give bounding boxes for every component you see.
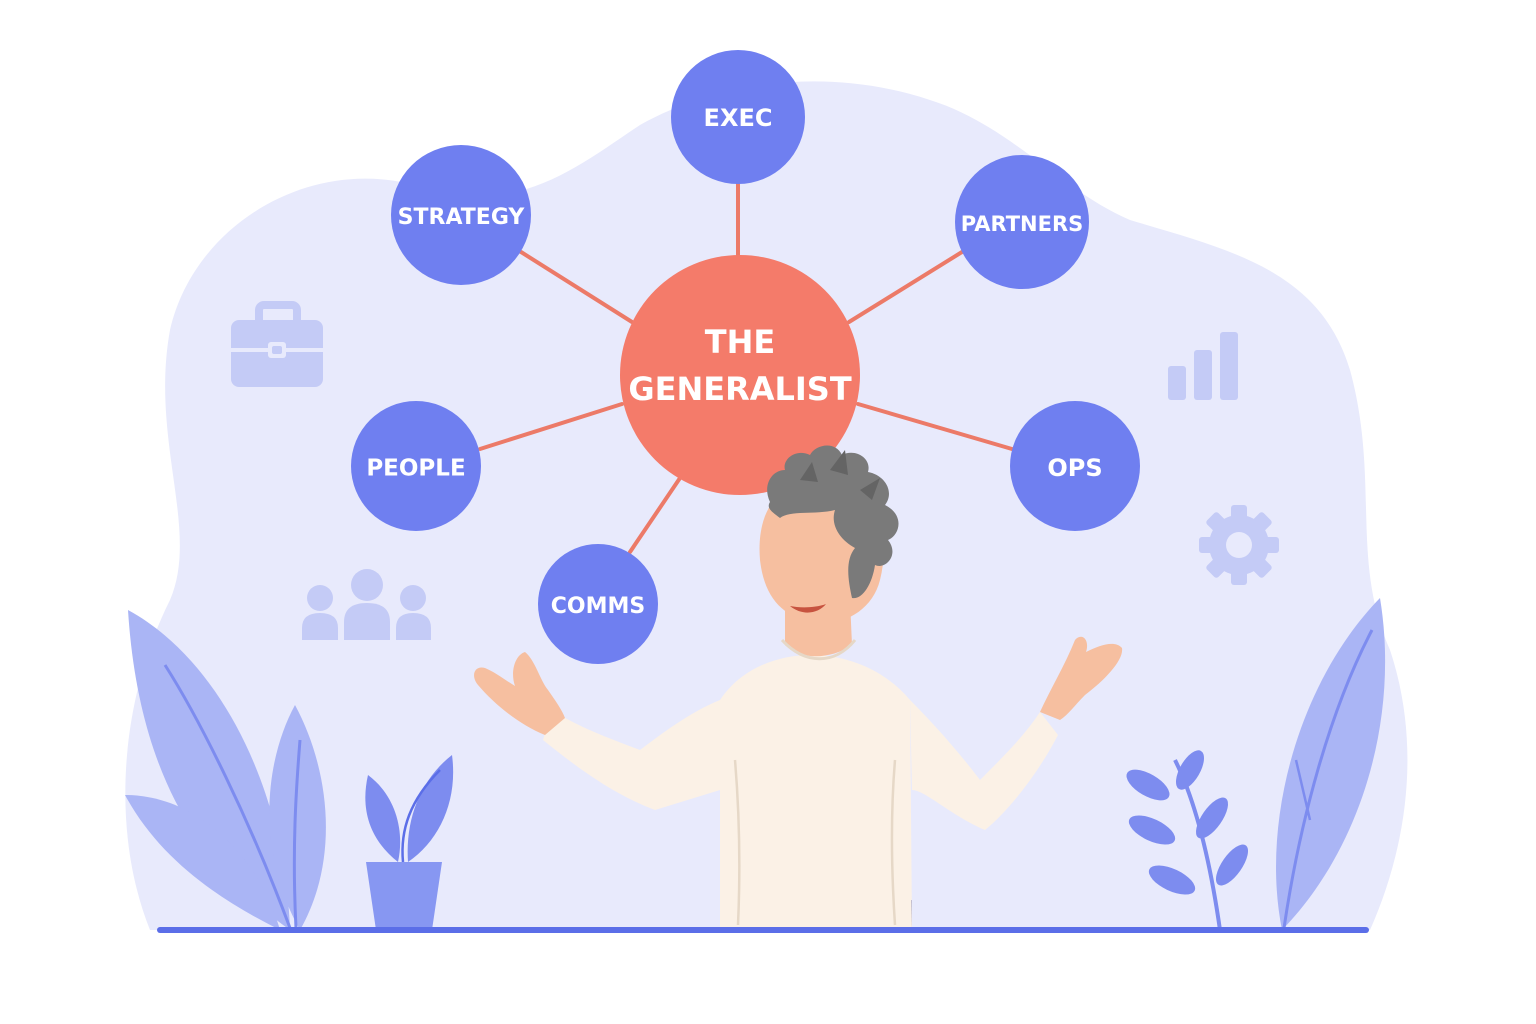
connectors bbox=[478, 181, 1014, 554]
right-plant bbox=[1276, 598, 1386, 930]
center-node-line2: GENERALIST bbox=[628, 370, 852, 408]
node-ops: OPS bbox=[1010, 401, 1140, 531]
node-exec-label: EXEC bbox=[704, 104, 773, 132]
person-right-hand bbox=[1040, 636, 1123, 720]
node-people-label: PEOPLE bbox=[366, 456, 465, 482]
background-blob bbox=[125, 81, 1408, 930]
node-ops-label: OPS bbox=[1047, 454, 1102, 482]
team-icon bbox=[302, 569, 431, 640]
center-node: THE GENERALIST bbox=[620, 255, 860, 495]
person-hair bbox=[767, 445, 899, 599]
ground-line bbox=[157, 927, 1369, 933]
briefcase-icon bbox=[231, 301, 323, 387]
node-strategy: STRATEGY bbox=[391, 145, 531, 285]
connector-ops bbox=[856, 402, 1014, 451]
potted-plant bbox=[365, 755, 454, 930]
connector-partners bbox=[847, 250, 964, 324]
gear-icon bbox=[1199, 505, 1279, 585]
person-mouth bbox=[790, 604, 826, 613]
node-people: PEOPLE bbox=[351, 401, 481, 531]
person bbox=[474, 445, 1123, 932]
node-partners-label: PARTNERS bbox=[961, 212, 1083, 236]
node-comms: COMMS bbox=[538, 544, 658, 664]
connector-comms bbox=[628, 476, 682, 554]
node-comms-label: COMMS bbox=[551, 594, 645, 619]
node-partners: PARTNERS bbox=[955, 155, 1089, 289]
connector-strategy bbox=[519, 250, 634, 324]
center-node-line1: THE bbox=[705, 323, 775, 361]
person-sweater bbox=[543, 700, 720, 930]
connector-people bbox=[478, 402, 624, 451]
node-exec: EXEC bbox=[671, 50, 805, 184]
left-plant bbox=[125, 610, 326, 930]
sprig-plant bbox=[1126, 750, 1249, 931]
bar-chart-icon bbox=[1168, 332, 1238, 400]
person-left-hand bbox=[474, 652, 565, 735]
node-strategy-label: STRATEGY bbox=[398, 205, 526, 230]
